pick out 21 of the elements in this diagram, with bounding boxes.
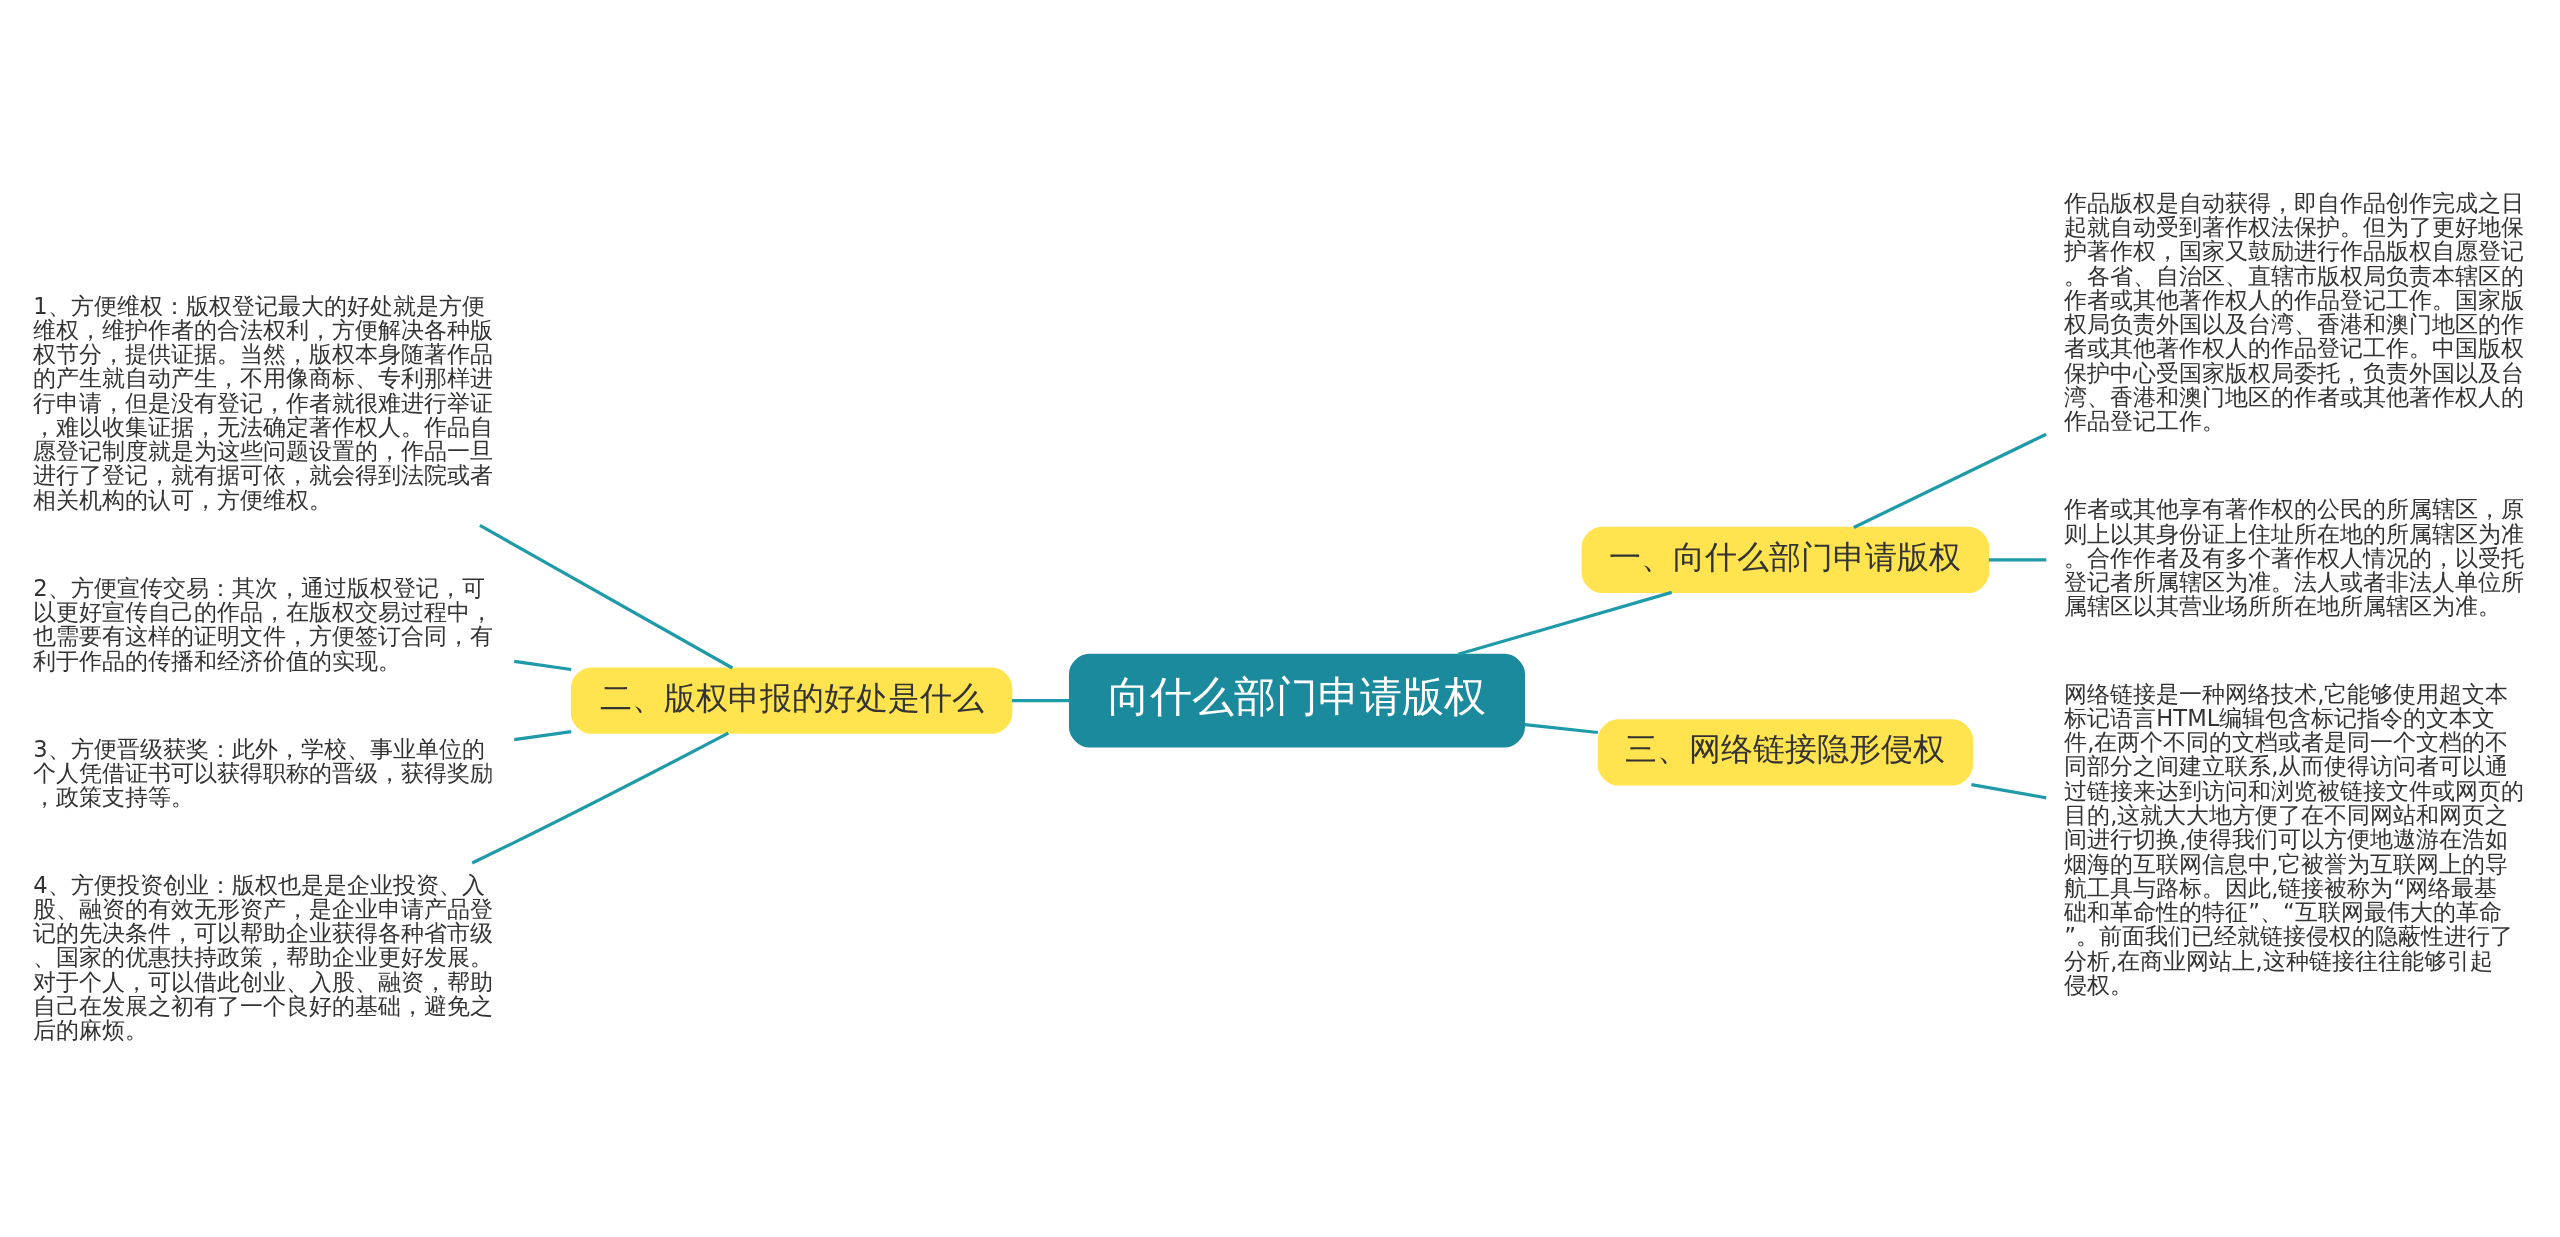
connector <box>479 524 734 670</box>
node-text: 2、方便宣传交易：其次，通过版权登记，可以更好宣传自己的作品，在版权交易过程中，也需要有这样的证明文件，方便签订合同，有利于作品的传播和经济价值的实现。 <box>33 574 494 674</box>
connector <box>1012 698 1070 703</box>
node-box: 二、版权申报的好处是什么 <box>570 667 1013 734</box>
node-text: 网络链接是一种网络技术,它能够使用超文本标记语言HTML编辑包含标记指令的文本文件,在两个不同的文档或者是同一个文档的不同部分之间建立联系,从而使得访问者可以通过链接来达到访问和浏览被链接文件或网页的目的,这就大大地方便了在不同网站和网页之间进行切换,使得我们可以方便地遨游在浩如烟海的互联网信息中,它被誉为互联网上的导航工具与路标。因此,链接被称为“网络最基础和革命性的特征”、“互联网最伟大的革命”。前面我们已经就链接侵权的隐蔽性进行了分析,在商业网站上,这种链接往往能够引起侵权。 <box>2064 680 2525 998</box>
connector <box>514 659 572 672</box>
node-text: 3、方便晋级获奖：此外，学校、事业单位的个人凭借证书可以获得职称的晋级，获得奖励，政策支持等。 <box>33 735 494 811</box>
node-text: 4、方便投资创业：版权也是是企业投资、入股、融资的有效无形资产，是企业申请产品登记的先决条件，可以帮助企业获得各种省市级、国家的优惠扶持政策，帮助企业更好发展。对于个人，可以借此创业、入股、融资，帮助自己在发展之初有了一个良好的基础，避免之后的麻烦。 <box>33 871 494 1044</box>
node-box: 三、网络链接隐形侵权 <box>1597 719 1973 786</box>
node-text: 作者或其他享有著作权的公民的所属辖区，原则上以其身份证上住址所在地的所属辖区为准。合作作者及有多个著作权人情况的，以受托登记者所属辖区为准。法人或者非法人单位所属辖区以其营业场所所在地所属辖区为准。 <box>2064 496 2525 620</box>
node-box: 一、向什么部门申请版权 <box>1581 526 1990 594</box>
connector <box>1853 432 2047 529</box>
connector <box>1457 590 1673 656</box>
connector <box>1971 783 2047 800</box>
connector <box>1524 723 1599 735</box>
connector <box>1988 558 2047 562</box>
node-box: 向什么部门申请版权 <box>1068 653 1525 748</box>
connector <box>514 730 572 742</box>
node-text: 1、方便维权：版权登记最大的好处就是方便维权，维护作者的合法权利，方便解决各种版权节分，提供证据。当然，版权本身随著作品的产生就自动产生，不用像商标、专利那样进行申请，但是没有登记，作者就很难进行举证，难以收集证据，无法确定著作权人。作品自愿登记制度就是为这些问题设置的，作品一旦进行了登记，就有据可依，就会得到法院或者相关机构的认可，方便维权。 <box>33 292 494 513</box>
node-text: 作品版权是自动获得，即自作品创作完成之日起就自动受到著作权法保护。但为了更好地保护著作权，国家又鼓励进行作品版权自愿登记。各省、自治区、直辖市版权局负责本辖区的作者或其他著作权人的作品登记工作。国家版权局负责外国以及台湾、香港和澳门地区的作者或其他著作权人的作品登记工作。中国版权保护中心受国家版权局委托，负责外国以及台湾、香港和澳门地区的作者或其他著作权人的作品登记工作。 <box>2064 189 2525 435</box>
connector <box>471 731 729 865</box>
